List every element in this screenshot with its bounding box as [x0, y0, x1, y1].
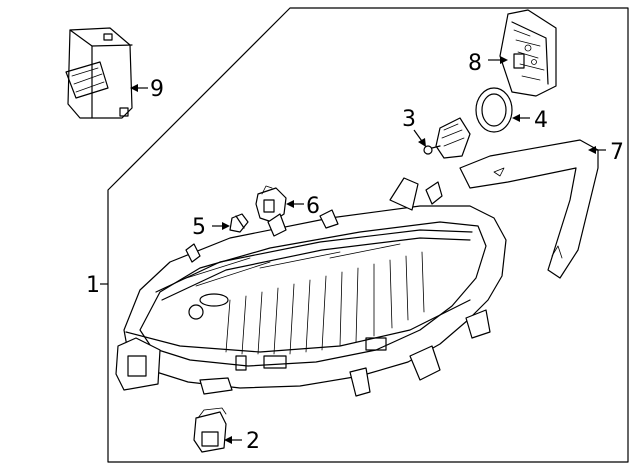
callout-1: 1 [86, 273, 100, 298]
callout-5: 5 [192, 215, 206, 240]
part-9-control-module[interactable] [65, 27, 133, 119]
part-5-small-bulb[interactable] [229, 213, 249, 233]
callout-2: 2 [246, 429, 260, 454]
part-3-bulb-socket[interactable] [423, 117, 471, 159]
callout-labels: 9 8 4 3 7 5 6 2 1 [86, 51, 624, 454]
callout-4: 4 [534, 108, 548, 133]
callout-8: 8 [468, 51, 482, 76]
callout-9: 9 [150, 77, 164, 102]
part-1-headlamp-assembly[interactable] [115, 177, 507, 397]
part-7-trim-strip[interactable] [459, 139, 599, 279]
assembly-boundary [107, 7, 629, 463]
part-2-connector[interactable] [193, 407, 227, 453]
leader-lines [100, 56, 606, 444]
part-8-circuit-board[interactable] [499, 9, 557, 97]
callout-7: 7 [610, 140, 624, 165]
callout-6: 6 [306, 194, 320, 219]
part-4-seal-ring[interactable] [475, 87, 513, 133]
callout-3: 3 [402, 107, 416, 132]
